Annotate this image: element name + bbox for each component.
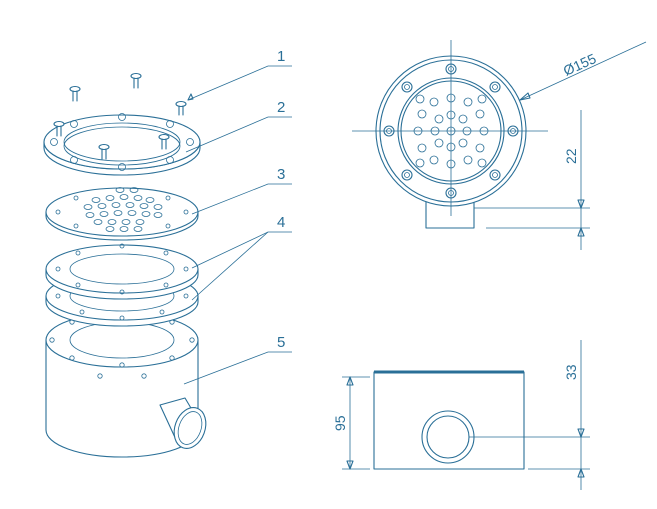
screw bbox=[130, 72, 142, 89]
callout-4: 4 bbox=[277, 214, 285, 231]
screw bbox=[69, 85, 81, 102]
side-view: 33 95 bbox=[332, 340, 590, 490]
callout-1: 1 bbox=[277, 48, 285, 65]
callout-3: 3 bbox=[277, 166, 285, 183]
part-1-screws bbox=[53, 72, 187, 160]
part-4-gasket-upper bbox=[45, 243, 199, 300]
height-label: 95 bbox=[332, 415, 348, 431]
screw bbox=[158, 133, 170, 150]
callout-5: 5 bbox=[277, 334, 285, 351]
outlet-pipe bbox=[159, 397, 207, 449]
screw bbox=[175, 100, 187, 116]
diameter-label: Ø155 bbox=[561, 50, 599, 79]
screw bbox=[53, 120, 65, 137]
exploded-view: 1 2 3 4 5 bbox=[43, 48, 292, 458]
top-offset-label: 22 bbox=[563, 148, 579, 164]
top-view: Ø155 22 bbox=[352, 40, 647, 250]
screw bbox=[98, 143, 110, 160]
plate-perforations bbox=[83, 187, 163, 232]
side-offset-label: 33 bbox=[563, 364, 579, 380]
flange-bolt-holes bbox=[50, 113, 194, 171]
part-2-flange-ring bbox=[43, 113, 201, 176]
part-3-perforated-plate bbox=[45, 187, 199, 241]
callout-leaders bbox=[183, 65, 292, 385]
callout-2: 2 bbox=[277, 99, 285, 116]
part-5-housing bbox=[45, 312, 207, 458]
